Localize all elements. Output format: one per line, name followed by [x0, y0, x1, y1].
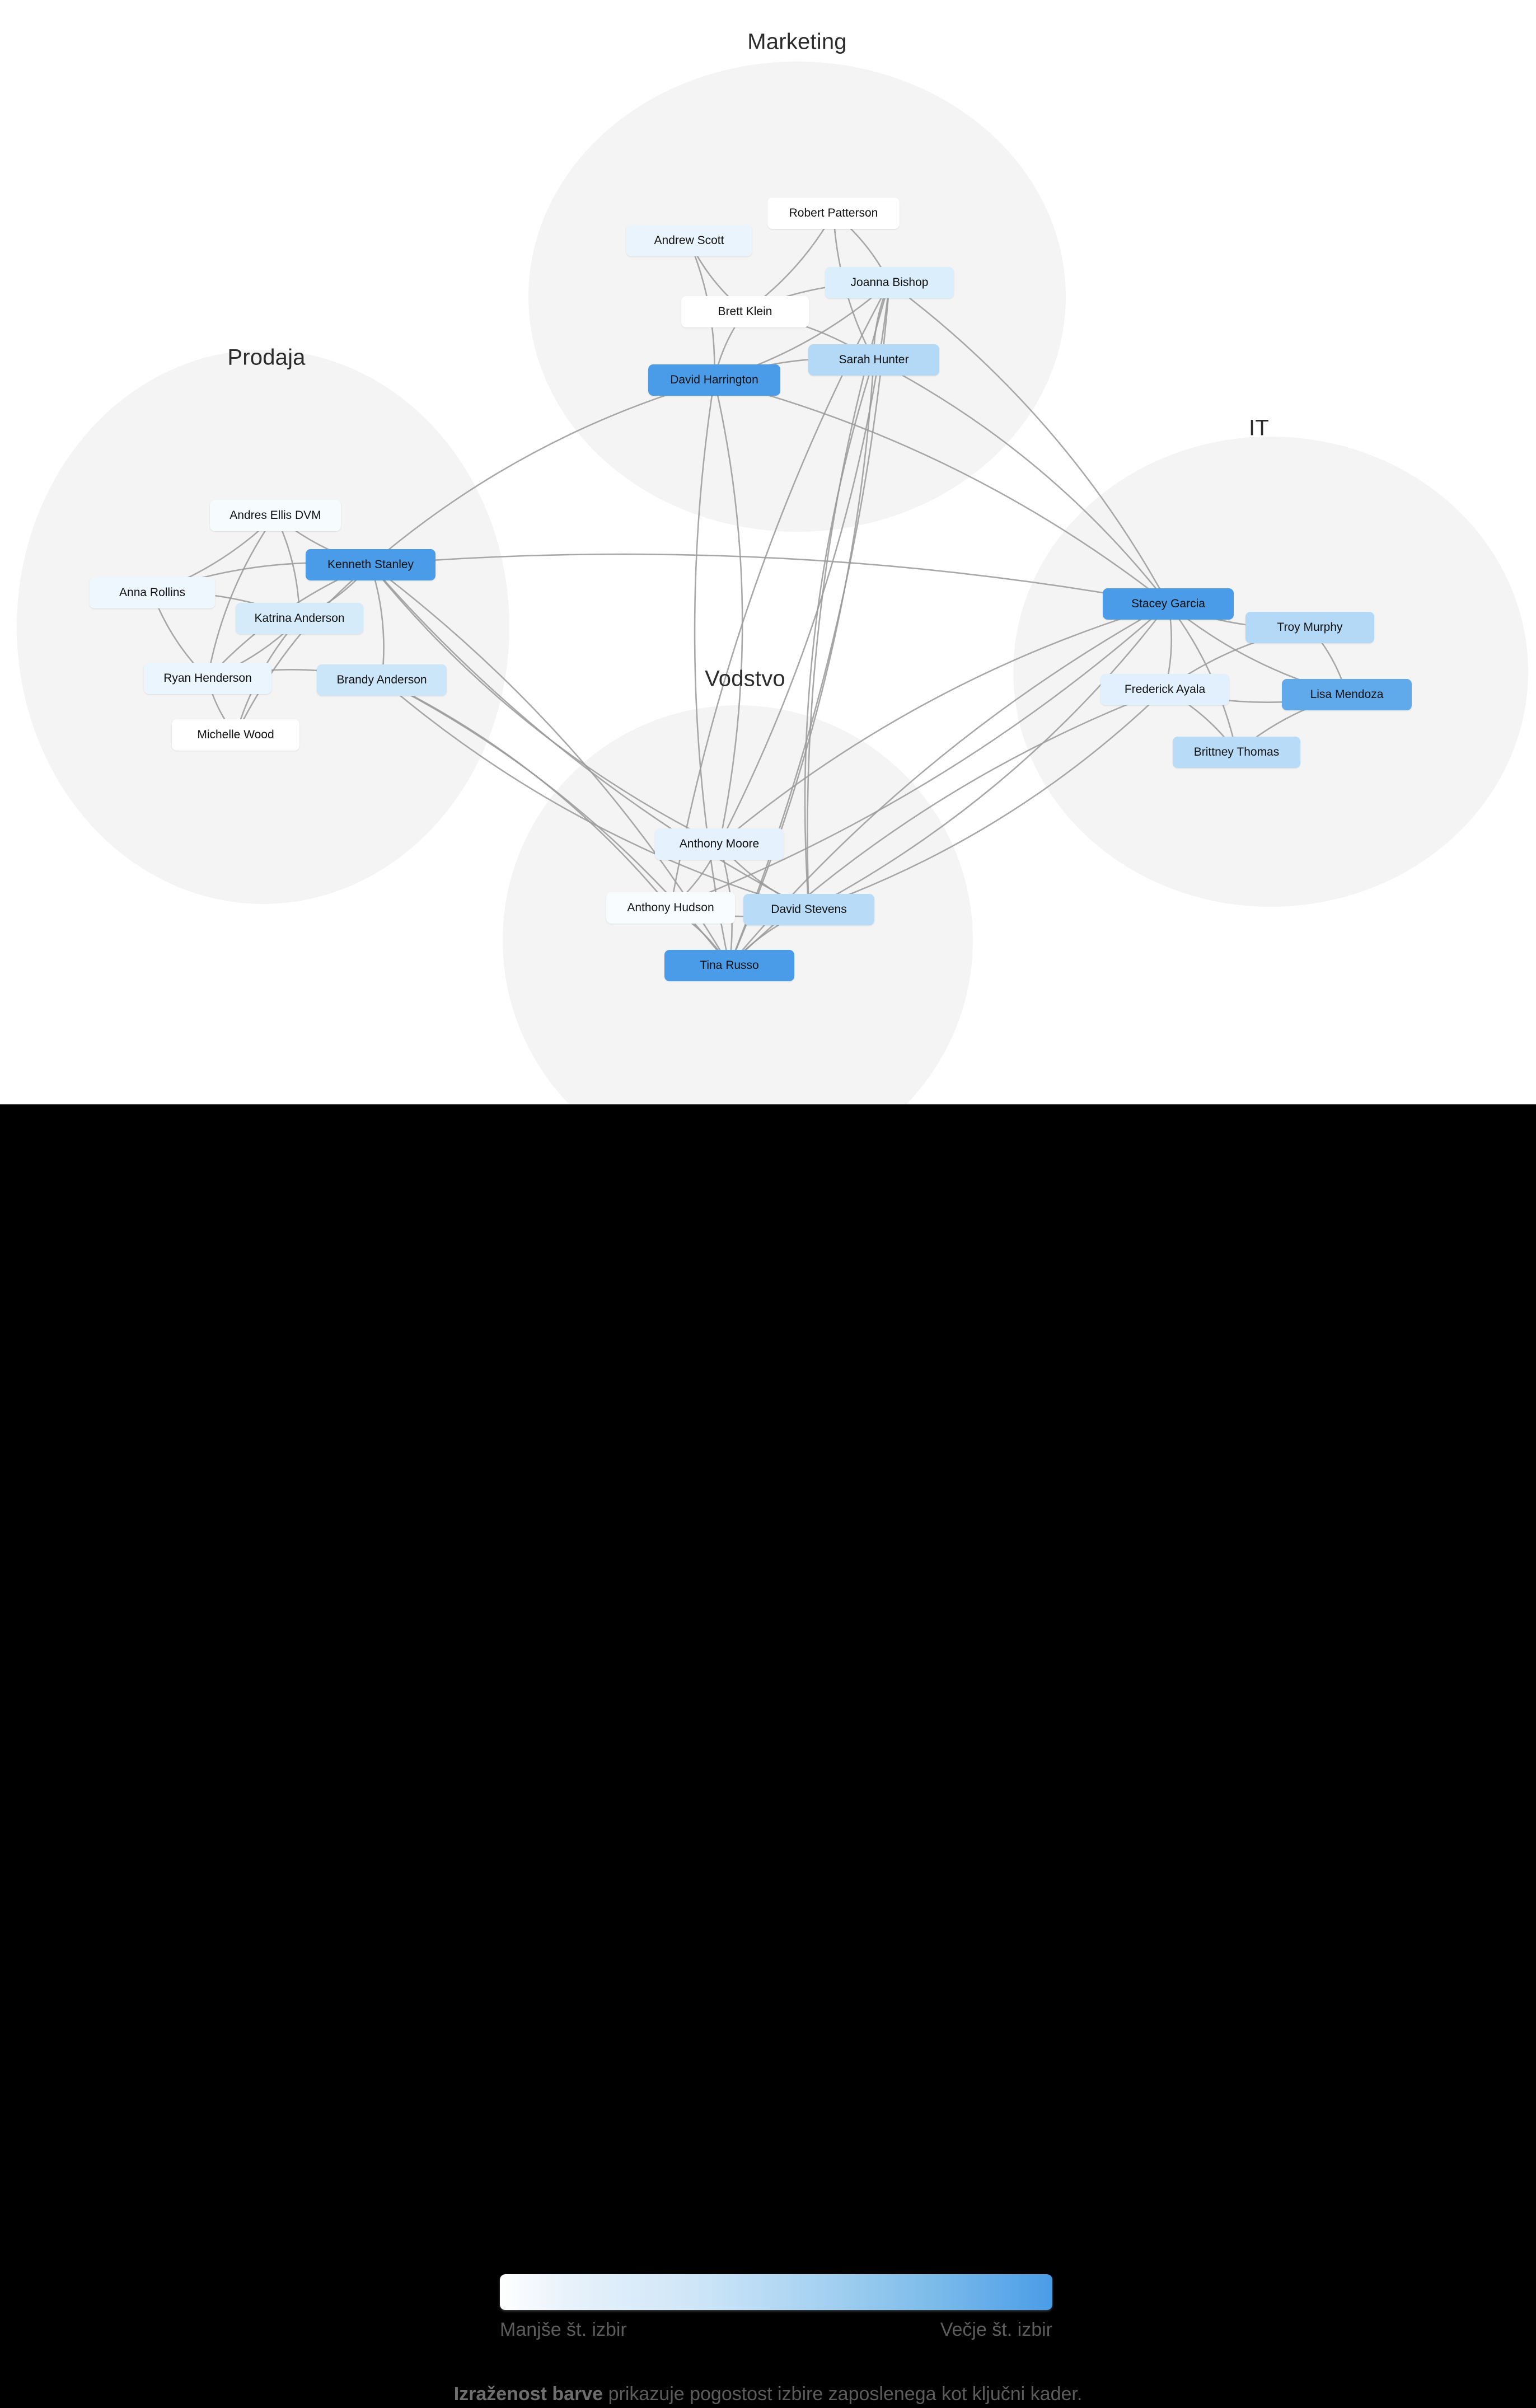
legend-caption-rest: prikazuje pogostost izbire zaposlenega k…: [603, 2383, 1083, 2405]
legend-endpoint-labels: Manjše št. izbir Večje št. izbir: [500, 2319, 1052, 2341]
node-label: Troy Murphy: [1277, 621, 1343, 634]
node-label: David Harrington: [670, 373, 758, 386]
node-troy-murphy[interactable]: Troy Murphy: [1245, 612, 1374, 643]
node-label: Robert Patterson: [789, 207, 878, 219]
legend-caption-bold: Izraženost barve: [453, 2383, 603, 2405]
node-brett-klein[interactable]: Brett Klein: [681, 296, 809, 327]
node-label: Brittney Thomas: [1193, 746, 1280, 758]
edge-sarah-hunter--david-stevens: [804, 359, 875, 911]
edge-kenneth-stanley--anthony-moore: [369, 564, 720, 845]
edge-andres-ellis-dvm--ryan-henderson: [207, 514, 277, 680]
node-label: Sarah Hunter: [839, 353, 909, 366]
node-label: Anna Rollins: [119, 586, 185, 599]
node-label: Brett Klein: [718, 305, 772, 318]
node-label: Tina Russo: [700, 959, 759, 972]
edge-layer: [151, 212, 1348, 967]
node-kenneth-stanley[interactable]: Kenneth Stanley: [306, 549, 435, 580]
node-label: Frederick Ayala: [1124, 683, 1206, 696]
edge-david-harrington--tina-russo: [694, 379, 730, 967]
legend-min-label: Manjše št. izbir: [500, 2319, 627, 2340]
edge-brandy-anderson--david-stevens: [381, 679, 810, 911]
node-anthony-moore[interactable]: Anthony Moore: [655, 828, 784, 860]
edge-kenneth-stanley--brandy-anderson: [369, 564, 385, 681]
edge-brandy-anderson--anthony-hudson: [381, 679, 672, 909]
node-michelle-wood[interactable]: Michelle Wood: [172, 719, 299, 751]
edge-stacey-garcia--david-stevens: [808, 603, 1169, 911]
node-brandy-anderson[interactable]: Brandy Anderson: [317, 664, 447, 696]
node-katrina-anderson[interactable]: Katrina Anderson: [236, 603, 363, 634]
node-david-harrington[interactable]: David Harrington: [648, 364, 780, 396]
node-stacey-garcia[interactable]: Stacey Garcia: [1103, 588, 1234, 620]
node-label: Anthony Hudson: [627, 901, 714, 914]
edge-sarah-hunter--tina-russo: [728, 359, 875, 967]
node-andres-ellis-dvm[interactable]: Andres Ellis DVM: [210, 500, 341, 531]
node-anthony-hudson[interactable]: Anthony Hudson: [606, 892, 735, 924]
node-label: Brandy Anderson: [336, 673, 427, 686]
node-label: Stacey Garcia: [1131, 597, 1205, 610]
node-label: Andres Ellis DVM: [230, 509, 321, 522]
node-tina-russo[interactable]: Tina Russo: [664, 950, 794, 981]
edge-david-harrington--anthony-moore: [713, 379, 743, 845]
edge-frederick-ayala--david-stevens: [808, 688, 1166, 911]
node-label: Anthony Moore: [679, 837, 760, 850]
node-brittney-thomas[interactable]: Brittney Thomas: [1173, 737, 1300, 768]
node-label: Michelle Wood: [197, 728, 274, 741]
node-lisa-mendoza[interactable]: Lisa Mendoza: [1282, 679, 1412, 710]
node-david-stevens[interactable]: David Stevens: [743, 894, 874, 925]
node-label: Andrew Scott: [654, 234, 724, 247]
node-andrew-scott[interactable]: Andrew Scott: [626, 225, 752, 256]
edge-stacey-garcia--anthony-hudson: [669, 603, 1169, 909]
node-label: Kenneth Stanley: [327, 558, 414, 571]
legend-caption: Izraženost barve prikazuje pogostost izb…: [0, 2381, 1536, 2408]
node-label: Ryan Henderson: [163, 672, 252, 685]
edge-stacey-garcia--anthony-moore: [718, 603, 1169, 845]
node-anna-rollins[interactable]: Anna Rollins: [89, 577, 216, 608]
node-label: Katrina Anderson: [254, 612, 345, 625]
node-robert-patterson[interactable]: Robert Patterson: [767, 198, 900, 229]
node-frederick-ayala[interactable]: Frederick Ayala: [1101, 674, 1229, 705]
edge-kenneth-stanley--david-stevens: [369, 564, 810, 911]
node-label: Lisa Mendoza: [1310, 688, 1384, 701]
edge-sarah-hunter--stacey-garcia: [873, 359, 1169, 605]
edge-david-harrington--stacey-garcia: [713, 379, 1169, 605]
edge-david-harrington--kenneth-stanley: [369, 379, 715, 566]
color-gradient-bar: [500, 2274, 1052, 2310]
edge-joanna-bishop--stacey-garcia: [888, 282, 1169, 605]
node-ryan-henderson[interactable]: Ryan Henderson: [144, 663, 271, 694]
legend-max-label: Večje št. izbir: [940, 2319, 1052, 2340]
node-joanna-bishop[interactable]: Joanna Bishop: [825, 267, 954, 298]
edge-kenneth-stanley--michelle-wood: [235, 564, 372, 736]
node-sarah-hunter[interactable]: Sarah Hunter: [808, 344, 939, 376]
color-scale-legend: Manjše št. izbir Večje št. izbir: [500, 2274, 1052, 2341]
cluster-backgrounds: [17, 62, 1528, 1104]
cluster-bg-it: [1013, 437, 1528, 907]
node-label: Joanna Bishop: [850, 276, 929, 289]
legend-footer: Manjše št. izbir Večje št. izbir Izražen…: [0, 1104, 1536, 2405]
cluster-bg-vodstvo: [503, 705, 973, 1104]
edge-kenneth-stanley--stacey-garcia: [369, 553, 1169, 605]
node-label: David Stevens: [771, 903, 847, 916]
